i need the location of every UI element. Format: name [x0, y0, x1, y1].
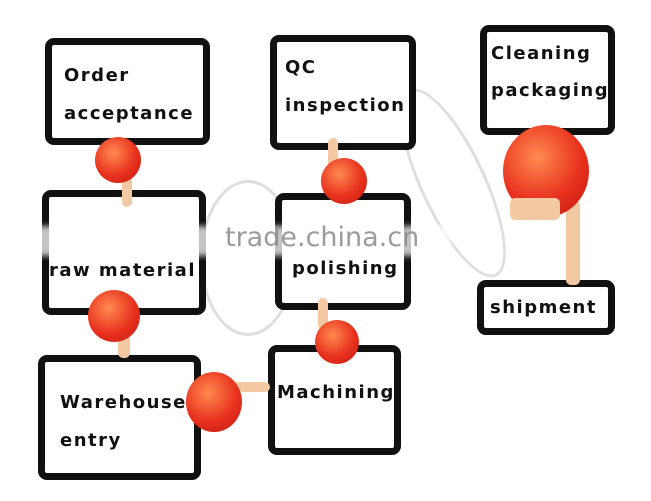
step-label: Warehouse: [60, 392, 187, 413]
step-warehouse-entry: Warehouse entry: [38, 355, 201, 480]
red-ball-pointer-icon: [186, 372, 242, 432]
step-cleaning-packaging: Cleaning packaging: [480, 25, 615, 135]
hand-icon: [510, 198, 560, 220]
step-label: acceptance: [64, 103, 195, 124]
pointing-finger-icon: [318, 298, 328, 330]
watermark-band: [30, 226, 450, 256]
step-order-acceptance: Order acceptance: [45, 38, 210, 145]
pointing-finger-icon: [225, 382, 270, 392]
step-label: Machining: [277, 382, 395, 403]
watermark-text: trade.china.cn: [225, 222, 420, 253]
step-label: QC: [285, 57, 317, 78]
step-label: inspection: [285, 95, 406, 116]
pointing-finger-icon: [566, 200, 580, 285]
step-label: packaging: [491, 80, 610, 101]
step-label: Cleaning: [491, 43, 592, 64]
step-label: polishing: [292, 258, 399, 279]
pointing-finger-icon: [328, 138, 338, 173]
step-qc-inspection: QC inspection: [270, 35, 416, 150]
step-label: shipment: [490, 297, 597, 318]
step-shipment: shipment: [477, 280, 615, 335]
step-label: entry: [60, 430, 122, 451]
red-ball-pointer-icon: [315, 320, 359, 364]
red-ball-pointer-icon: [321, 158, 367, 204]
step-label: raw material: [49, 260, 196, 281]
step-label: Order: [64, 65, 130, 86]
red-ball-pointer-icon: [88, 290, 140, 342]
pointing-finger-icon: [122, 165, 132, 207]
red-ball-pointer-icon: [95, 137, 141, 183]
